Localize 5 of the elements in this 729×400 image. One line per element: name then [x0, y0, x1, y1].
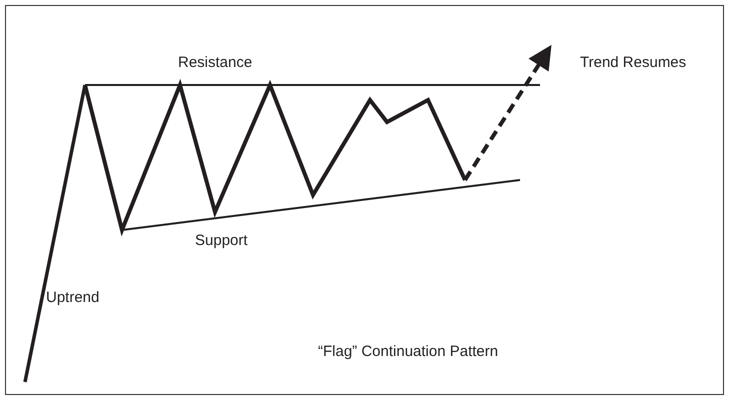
- chart-label: Support: [195, 231, 248, 251]
- chart-label: “Flag” Continuation Pattern: [318, 342, 498, 362]
- chart-label: Uptrend: [46, 288, 100, 308]
- chart-label: Trend Resumes: [580, 53, 686, 73]
- chart-label: Resistance: [178, 53, 252, 73]
